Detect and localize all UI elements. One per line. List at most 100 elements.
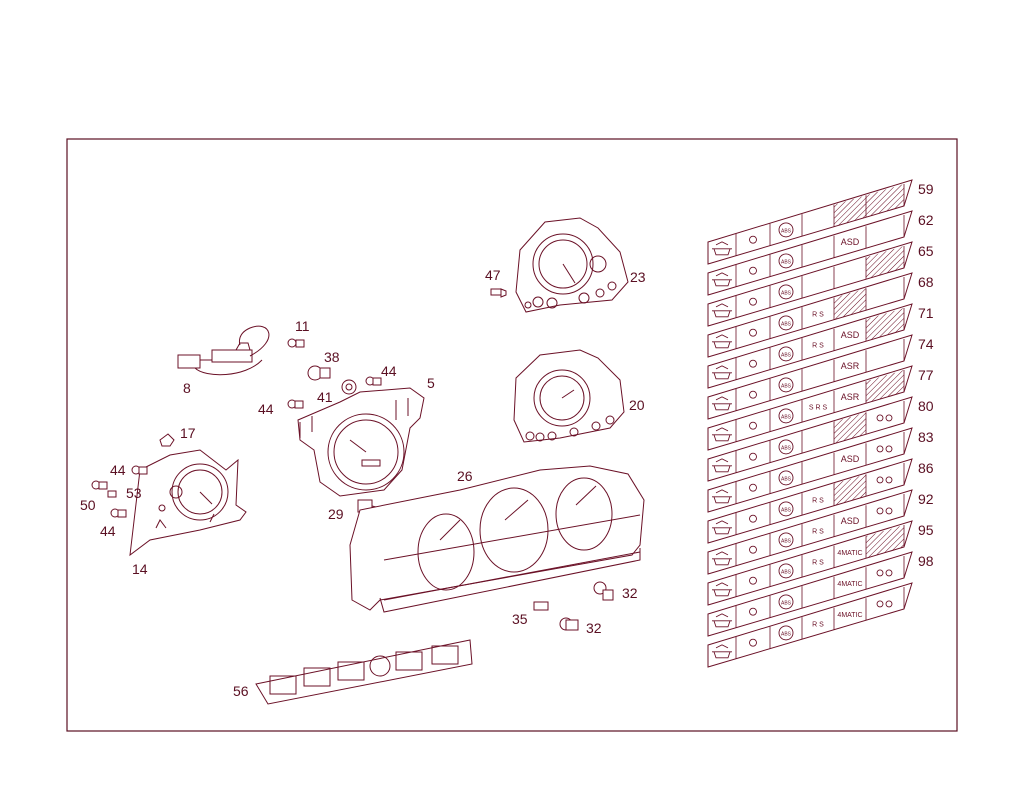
code-label: ASD bbox=[841, 454, 860, 464]
code-label: ASD bbox=[841, 237, 860, 247]
washer-fluid-icon bbox=[712, 427, 732, 442]
label-29: 29 bbox=[328, 506, 344, 522]
label-50: 50 bbox=[80, 497, 96, 513]
label-14: 14 bbox=[132, 561, 148, 577]
code-label: 4MATIC bbox=[837, 612, 862, 619]
hatched-cell bbox=[866, 308, 904, 342]
strip-number-label: 62 bbox=[918, 212, 934, 228]
bulb-failure-icon bbox=[749, 638, 757, 647]
preglow-icon bbox=[876, 414, 893, 422]
washer-fluid-icon bbox=[712, 613, 732, 628]
abs-icon-text: ABS bbox=[781, 507, 792, 513]
socket-38 bbox=[307, 365, 331, 381]
abs-icon-text: ABS bbox=[781, 600, 792, 606]
washer-fluid-icon bbox=[712, 582, 732, 597]
abs-icon-text: ABS bbox=[781, 290, 792, 296]
abs-icon bbox=[778, 408, 794, 424]
indicator-strip-last: ABS R S 4MATIC bbox=[707, 582, 913, 668]
bulb-35 bbox=[533, 601, 549, 611]
label-32-lower: 32 bbox=[586, 620, 602, 636]
washer-fluid-icon bbox=[712, 489, 732, 504]
abs-icon bbox=[778, 222, 794, 238]
part-labels: 5 8 11 14 17 20 23 26 29 32 32 35 38 41 … bbox=[80, 267, 646, 699]
strip-number-label: 77 bbox=[918, 367, 934, 383]
hatched-cell bbox=[834, 412, 866, 444]
rs-label: R S bbox=[812, 311, 824, 318]
strip-number-label: 59 bbox=[918, 181, 934, 197]
washer-fluid-icon bbox=[712, 644, 732, 659]
label-47: 47 bbox=[485, 267, 501, 283]
abs-icon bbox=[778, 594, 794, 610]
preglow-icon bbox=[876, 600, 893, 608]
code-label: 4MATIC bbox=[837, 581, 862, 588]
abs-icon-text: ABS bbox=[781, 476, 792, 482]
abs-icon bbox=[778, 439, 794, 455]
instrument-cluster-20 bbox=[513, 349, 625, 443]
hatched-cell bbox=[866, 525, 904, 559]
washer-fluid-icon bbox=[712, 334, 732, 349]
rs-label: R S bbox=[812, 559, 824, 566]
washer-fluid-icon bbox=[712, 241, 732, 256]
bulb-failure-icon bbox=[749, 452, 757, 461]
cable-harness-8 bbox=[177, 325, 270, 376]
strip-number-label: 98 bbox=[918, 553, 934, 569]
abs-icon-text: ABS bbox=[781, 569, 792, 575]
rs-label: R S bbox=[812, 621, 824, 628]
code-label: ASR bbox=[841, 392, 860, 402]
label-44-top: 44 bbox=[381, 363, 397, 379]
bulb-failure-icon bbox=[749, 607, 757, 616]
indicator-strip-92: ABS R S ASD 92 bbox=[707, 489, 934, 575]
abs-icon bbox=[778, 563, 794, 579]
code-label: ASD bbox=[841, 330, 860, 340]
bulb-failure-icon bbox=[749, 235, 757, 244]
bulb-failure-icon bbox=[749, 359, 757, 368]
bulb-holder-44-upper-left bbox=[131, 465, 148, 475]
abs-icon bbox=[778, 377, 794, 393]
preglow-icon bbox=[876, 445, 893, 453]
label-35: 35 bbox=[512, 611, 528, 627]
abs-icon bbox=[778, 625, 794, 641]
abs-icon bbox=[778, 532, 794, 548]
hatched-cell bbox=[834, 288, 866, 320]
preglow-icon bbox=[876, 507, 893, 515]
strip-number-label: 86 bbox=[918, 460, 934, 476]
washer-fluid-icon bbox=[712, 272, 732, 287]
rs-label: R S bbox=[812, 342, 824, 349]
label-56: 56 bbox=[233, 683, 249, 699]
label-17: 17 bbox=[180, 425, 196, 441]
washer-fluid-icon bbox=[712, 551, 732, 566]
abs-icon-text: ABS bbox=[781, 383, 792, 389]
bulb-failure-icon bbox=[749, 576, 757, 585]
hatched-cell bbox=[866, 246, 904, 280]
strip-number-label: 68 bbox=[918, 274, 934, 290]
hatched-cell bbox=[866, 184, 904, 218]
label-20: 20 bbox=[629, 397, 645, 413]
code-label: ASR bbox=[841, 361, 860, 371]
label-8: 8 bbox=[183, 380, 191, 396]
label-23: 23 bbox=[630, 269, 646, 285]
cluster-cover-26 bbox=[349, 465, 645, 613]
bulb-holder-32-lower bbox=[559, 617, 579, 631]
bulb-holder-44-top bbox=[365, 376, 382, 386]
washer-fluid-icon bbox=[712, 365, 732, 380]
indicator-strip-68: ABS R S 68 bbox=[707, 272, 934, 358]
hatched-cell bbox=[834, 474, 866, 506]
strip-number-label: 92 bbox=[918, 491, 934, 507]
bulb-failure-icon bbox=[749, 514, 757, 523]
bulb-failure-icon bbox=[749, 266, 757, 275]
clip-17 bbox=[159, 433, 175, 447]
code-label: ASD bbox=[841, 516, 860, 526]
rs-label: S R S bbox=[809, 404, 828, 411]
bulb-failure-icon bbox=[749, 545, 757, 554]
label-32-upper: 32 bbox=[622, 585, 638, 601]
preglow-icon bbox=[876, 569, 893, 577]
